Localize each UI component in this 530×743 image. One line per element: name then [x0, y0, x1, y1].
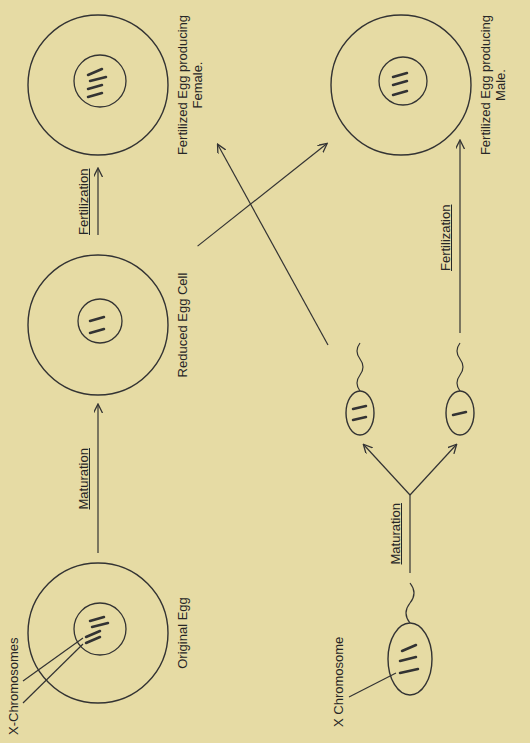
- process-label: Maturation: [388, 501, 403, 566]
- cell-outline: [25, 555, 171, 711]
- chromosome: [393, 91, 407, 95]
- chromosome: [402, 645, 416, 651]
- maturation-arrow: [409, 495, 410, 573]
- sperm-head: [346, 391, 374, 435]
- egg-cell: Original Egg: [25, 555, 196, 711]
- chromosome: [90, 77, 106, 81]
- sperm-head: [388, 623, 432, 695]
- chromosome: [88, 93, 102, 97]
- process-label: Maturation: [76, 446, 91, 511]
- sperm-tail: [406, 583, 414, 623]
- nucleus: [74, 603, 126, 655]
- chromosome: [90, 317, 104, 321]
- chromosome: [92, 623, 108, 627]
- fertilization-arrow: [459, 141, 460, 333]
- sperm-tail: [357, 343, 363, 391]
- cell-membrane: [28, 255, 168, 395]
- process-label: Fertilization: [76, 167, 91, 237]
- chromosome: [86, 637, 100, 643]
- maturation-arrow: [364, 445, 410, 495]
- cell-membrane: [28, 563, 168, 703]
- nucleus: [78, 299, 122, 343]
- chromosome: [353, 417, 366, 420]
- egg-cell: Fertilized Egg producing Male.: [328, 7, 514, 163]
- connector-arrow: [198, 144, 327, 246]
- chromosome: [88, 69, 102, 75]
- leader-line: [23, 638, 83, 681]
- chromosome: [88, 85, 102, 89]
- cell-caption: Fertilized Egg producing Male.: [478, 7, 508, 163]
- leader-line: [23, 644, 83, 703]
- callout-label: X Chromosome: [331, 635, 346, 729]
- sperm-head: [446, 391, 474, 435]
- chromosome: [453, 412, 466, 415]
- cell-membrane: [28, 15, 168, 155]
- cell-caption: Original Egg: [175, 555, 190, 711]
- sperm-tail: [457, 343, 463, 391]
- chromosome: [400, 657, 416, 661]
- egg-cell: Reduced Egg Cell: [25, 247, 196, 403]
- cell-caption: Fertilized Egg producing Female.: [175, 7, 205, 163]
- leader-line: [349, 673, 396, 697]
- cell-caption: Reduced Egg Cell: [175, 247, 190, 403]
- chromosome: [86, 631, 100, 637]
- cell-membrane: [331, 15, 471, 155]
- process-label: Fertilization: [438, 203, 453, 273]
- nucleus: [379, 57, 427, 105]
- chromosome: [400, 669, 418, 673]
- cell-outline: [25, 7, 171, 163]
- chromosome: [393, 73, 407, 77]
- cell-outline: [25, 247, 171, 403]
- fertilization-arrow: [97, 169, 98, 235]
- chromosome: [90, 329, 104, 333]
- cell-outline: [328, 7, 474, 163]
- chromosome: [353, 406, 366, 409]
- maturation-arrow: [410, 445, 456, 495]
- egg-cell: Fertilized Egg producing Female.: [25, 7, 211, 163]
- connector-arrow: [97, 405, 98, 553]
- fertilization-line: [218, 145, 328, 345]
- chromosome: [90, 617, 104, 621]
- callout-label: X-Chromosomes: [6, 635, 21, 737]
- nucleus: [74, 55, 126, 107]
- chromosome: [393, 81, 407, 85]
